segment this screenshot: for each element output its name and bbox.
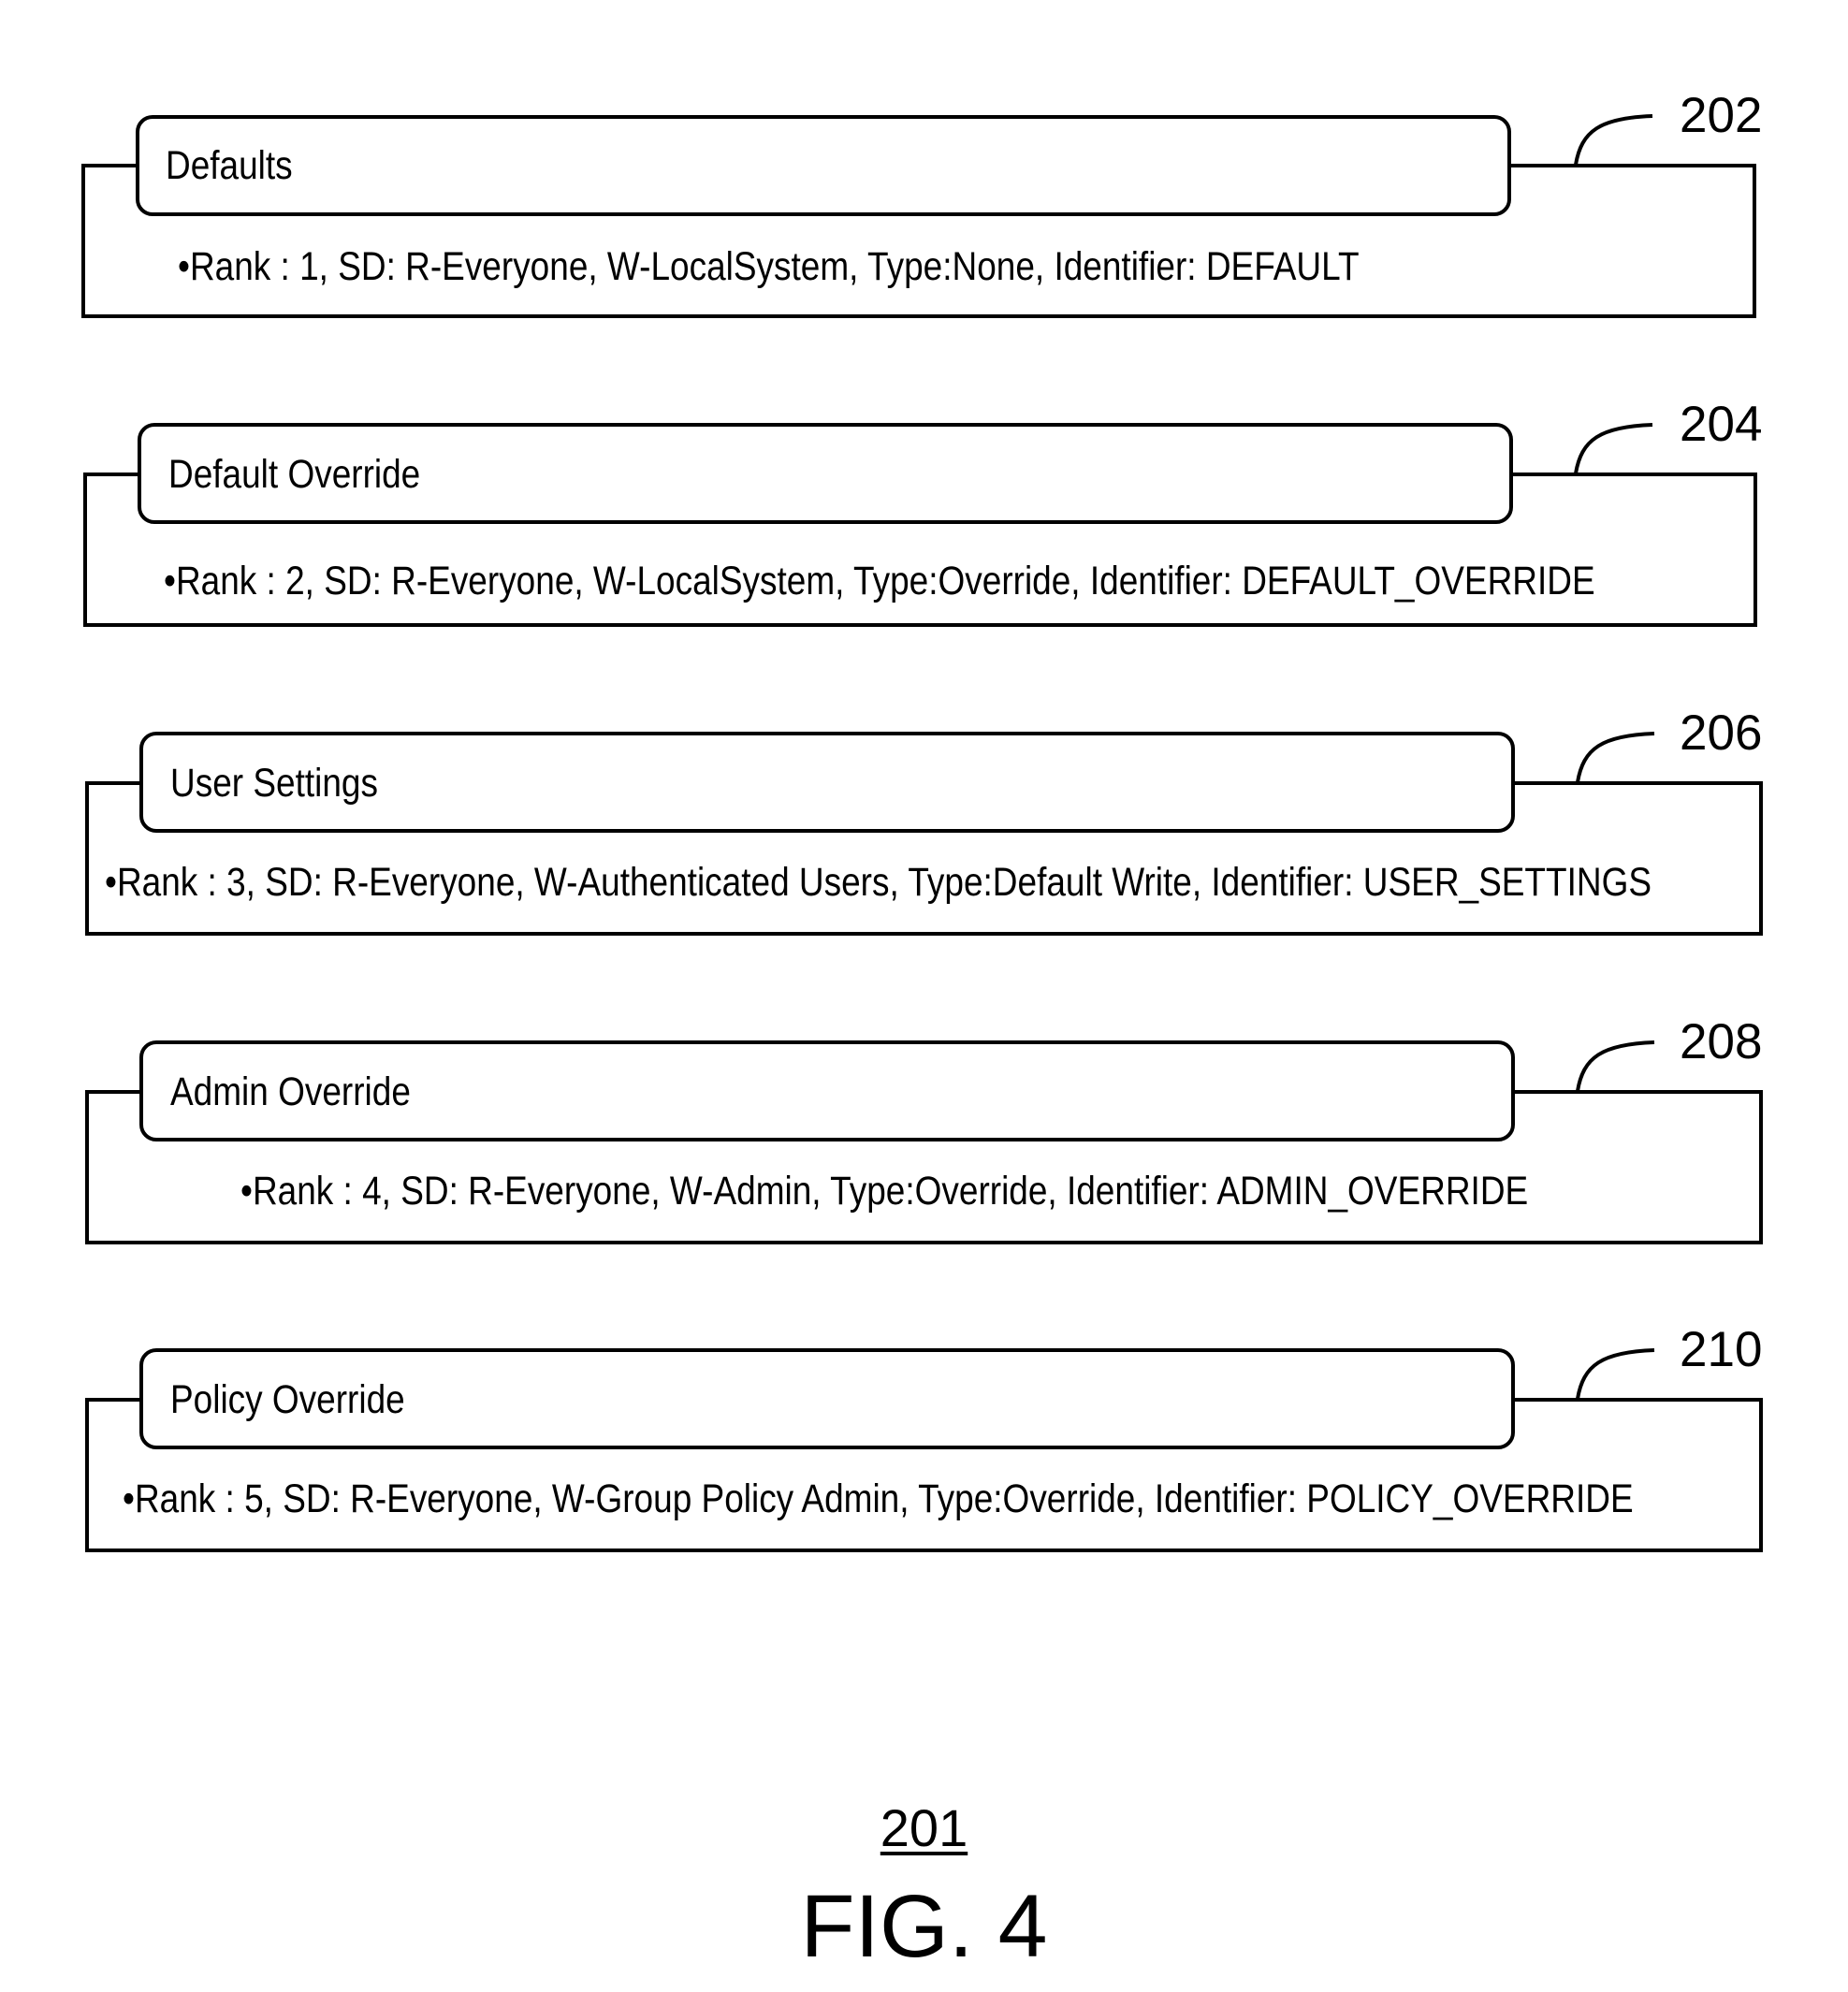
setting-block-title: Admin Override	[170, 1072, 411, 1112]
reference-number: 210	[1680, 1325, 1762, 1374]
reference-leader-line	[1574, 1345, 1658, 1401]
setting-block-details: •Rank : 2, SD: R-Everyone, W-LocalSystem…	[164, 561, 1595, 602]
figure-label: FIG. 4	[0, 1883, 1848, 1971]
reference-leader-line	[1574, 1037, 1658, 1093]
setting-block-details: •Rank : 5, SD: R-Everyone, W-Group Polic…	[123, 1479, 1634, 1519]
reference-number: 204	[1680, 400, 1762, 449]
reference-number: 208	[1680, 1017, 1762, 1067]
reference-number: 206	[1680, 708, 1762, 758]
reference-leader-line	[1574, 728, 1658, 784]
setting-block-details: •Rank : 1, SD: R-Everyone, W-LocalSystem…	[178, 247, 1360, 287]
setting-block-details: •Rank : 4, SD: R-Everyone, W-Admin, Type…	[240, 1171, 1528, 1212]
setting-block-title: User Settings	[170, 763, 378, 804]
setting-block-title: Default Override	[168, 455, 420, 495]
figure-number-text: 201	[880, 1798, 968, 1857]
figure-number: 201	[0, 1802, 1848, 1854]
setting-block-details: •Rank : 3, SD: R-Everyone, W-Authenticat…	[105, 863, 1652, 903]
reference-leader-line	[1572, 419, 1656, 475]
setting-block-title: Policy Override	[170, 1380, 405, 1420]
setting-block-policy-override: Policy Override •Rank : 5, SD: R-Everyon…	[0, 0, 1848, 243]
